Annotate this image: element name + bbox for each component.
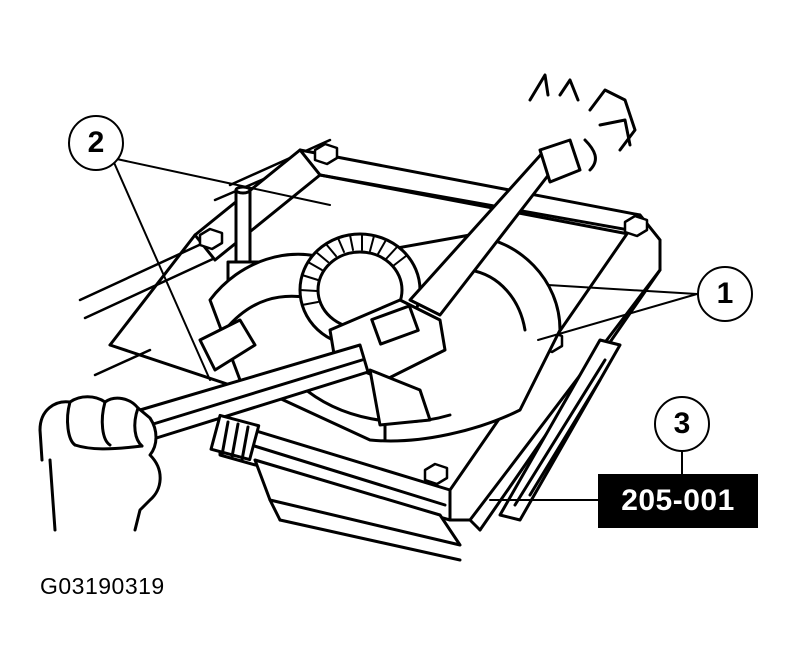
leader-lines (111, 157, 698, 501)
torque-wrench-handle (408, 73, 637, 317)
hand-illustration (38, 395, 162, 532)
special-tool-number-tag: 205-001 (598, 474, 758, 528)
leader-2a (111, 157, 211, 381)
leader-1a (547, 284, 698, 295)
ring-gear (298, 232, 422, 348)
leader-1b (537, 293, 698, 341)
holding-fixture-frame (108, 142, 662, 562)
input-shaft (209, 413, 261, 462)
leader-2b (111, 157, 331, 206)
callout-2: 2 (68, 115, 124, 171)
callout-1: 1 (697, 266, 753, 322)
callout-3: 3 (654, 396, 710, 452)
figure-id-label: G03190319 (40, 573, 165, 599)
